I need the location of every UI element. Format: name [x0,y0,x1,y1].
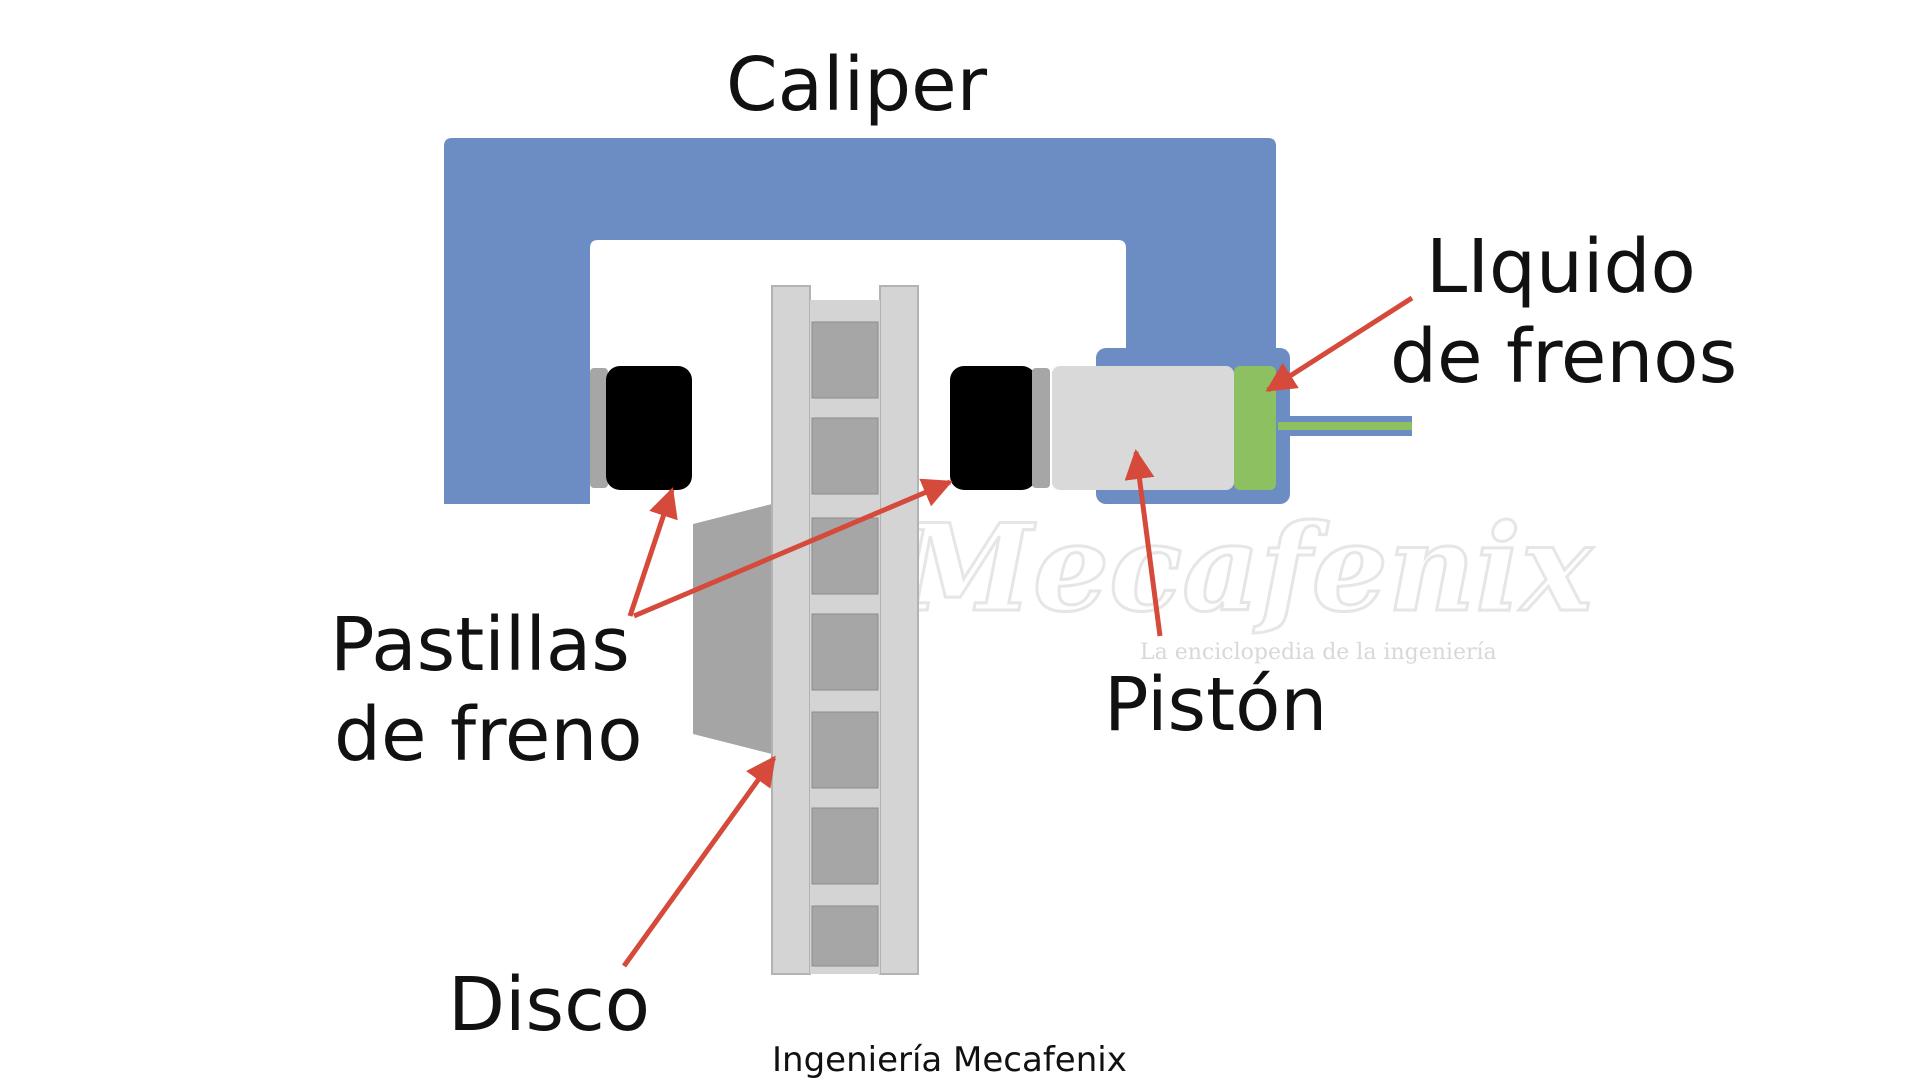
disc-vane [811,905,879,967]
arrow-pad-left [627,487,678,617]
disc-vane [811,417,879,495]
disc-vane [811,517,879,595]
piston [1052,366,1234,490]
caliper-body [444,138,1276,504]
pad-backing-left [590,368,608,488]
brake-fluid-label-line2: de frenos [1390,314,1738,400]
disc-face-right [879,285,919,975]
arrow-pad-right [633,478,953,619]
fluid-chamber [1234,366,1276,490]
watermark-text: Mecafenix [896,498,1594,639]
disc-vane [811,807,879,885]
caliper-label: Caliper [726,42,988,128]
disc-vane [811,321,879,399]
brake-fluid-label-line1: LIquido [1426,224,1696,310]
arrow-disc [621,755,777,968]
credit-text: Ingeniería Mecafenix [772,1040,1127,1080]
disc-vane [811,711,879,789]
fluid-line-inner [1278,422,1412,430]
brake-pad-right [950,366,1036,490]
brake-disc [771,285,919,975]
arrow-liquid [1265,295,1414,393]
piston-label: Pistón [1104,662,1328,748]
brake-pads-label-line2: de freno [334,692,643,778]
arrow-piston [1124,449,1163,637]
brake-pad-left [606,366,692,490]
pad-backing-right [1032,368,1050,488]
disc-vane [811,613,879,691]
disc-face-left [771,285,811,975]
disc-label: Disco [448,962,651,1048]
hub [693,504,772,754]
watermark-subtitle: La enciclopedia de la ingeniería [1140,640,1497,665]
brake-pads-label-line1: Pastillas [330,602,630,688]
